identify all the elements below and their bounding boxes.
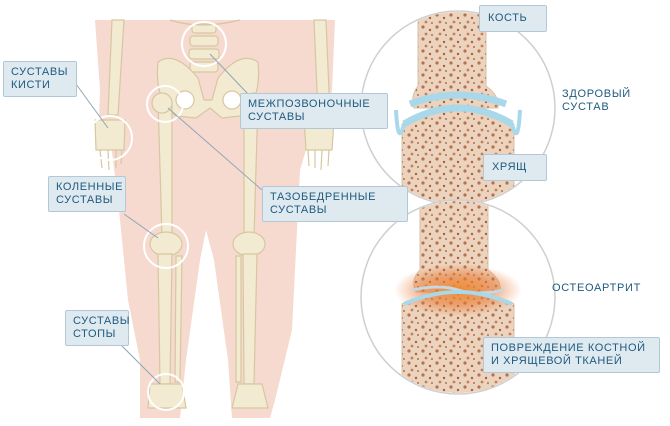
cartilage-label: ХРЯЩ [483, 154, 547, 181]
bone-label: КОСТЬ [479, 5, 547, 32]
knee-joints-label: КОЛЕННЫЕ СУСТАВЫ [48, 176, 126, 212]
tissue-damage-label: ПОВРЕЖДЕНИЕ КОСТНОЙ И ХРЯЩЕВОЙ ТКАНЕЙ [483, 337, 660, 373]
hand-joints-label: СУСТАВЫ КИСТИ [3, 61, 77, 97]
foot-joints-label: СУСТАВЫ СТОПЫ [65, 310, 130, 346]
healthy-joint-title: ЗДОРОВЫЙ СУСТАВ [562, 88, 631, 113]
joint-highlights [87, 21, 227, 411]
osteoarthritis-title: ОСТЕОАРТРИТ [552, 282, 642, 294]
intervertebral-joints-label: МЕЖПОЗВОНОЧНЫЕ СУСТАВЫ [240, 93, 388, 129]
hip-joints-label: ТАЗОБЕДРЕННЫЕ СУСТАВЫ [262, 186, 408, 222]
